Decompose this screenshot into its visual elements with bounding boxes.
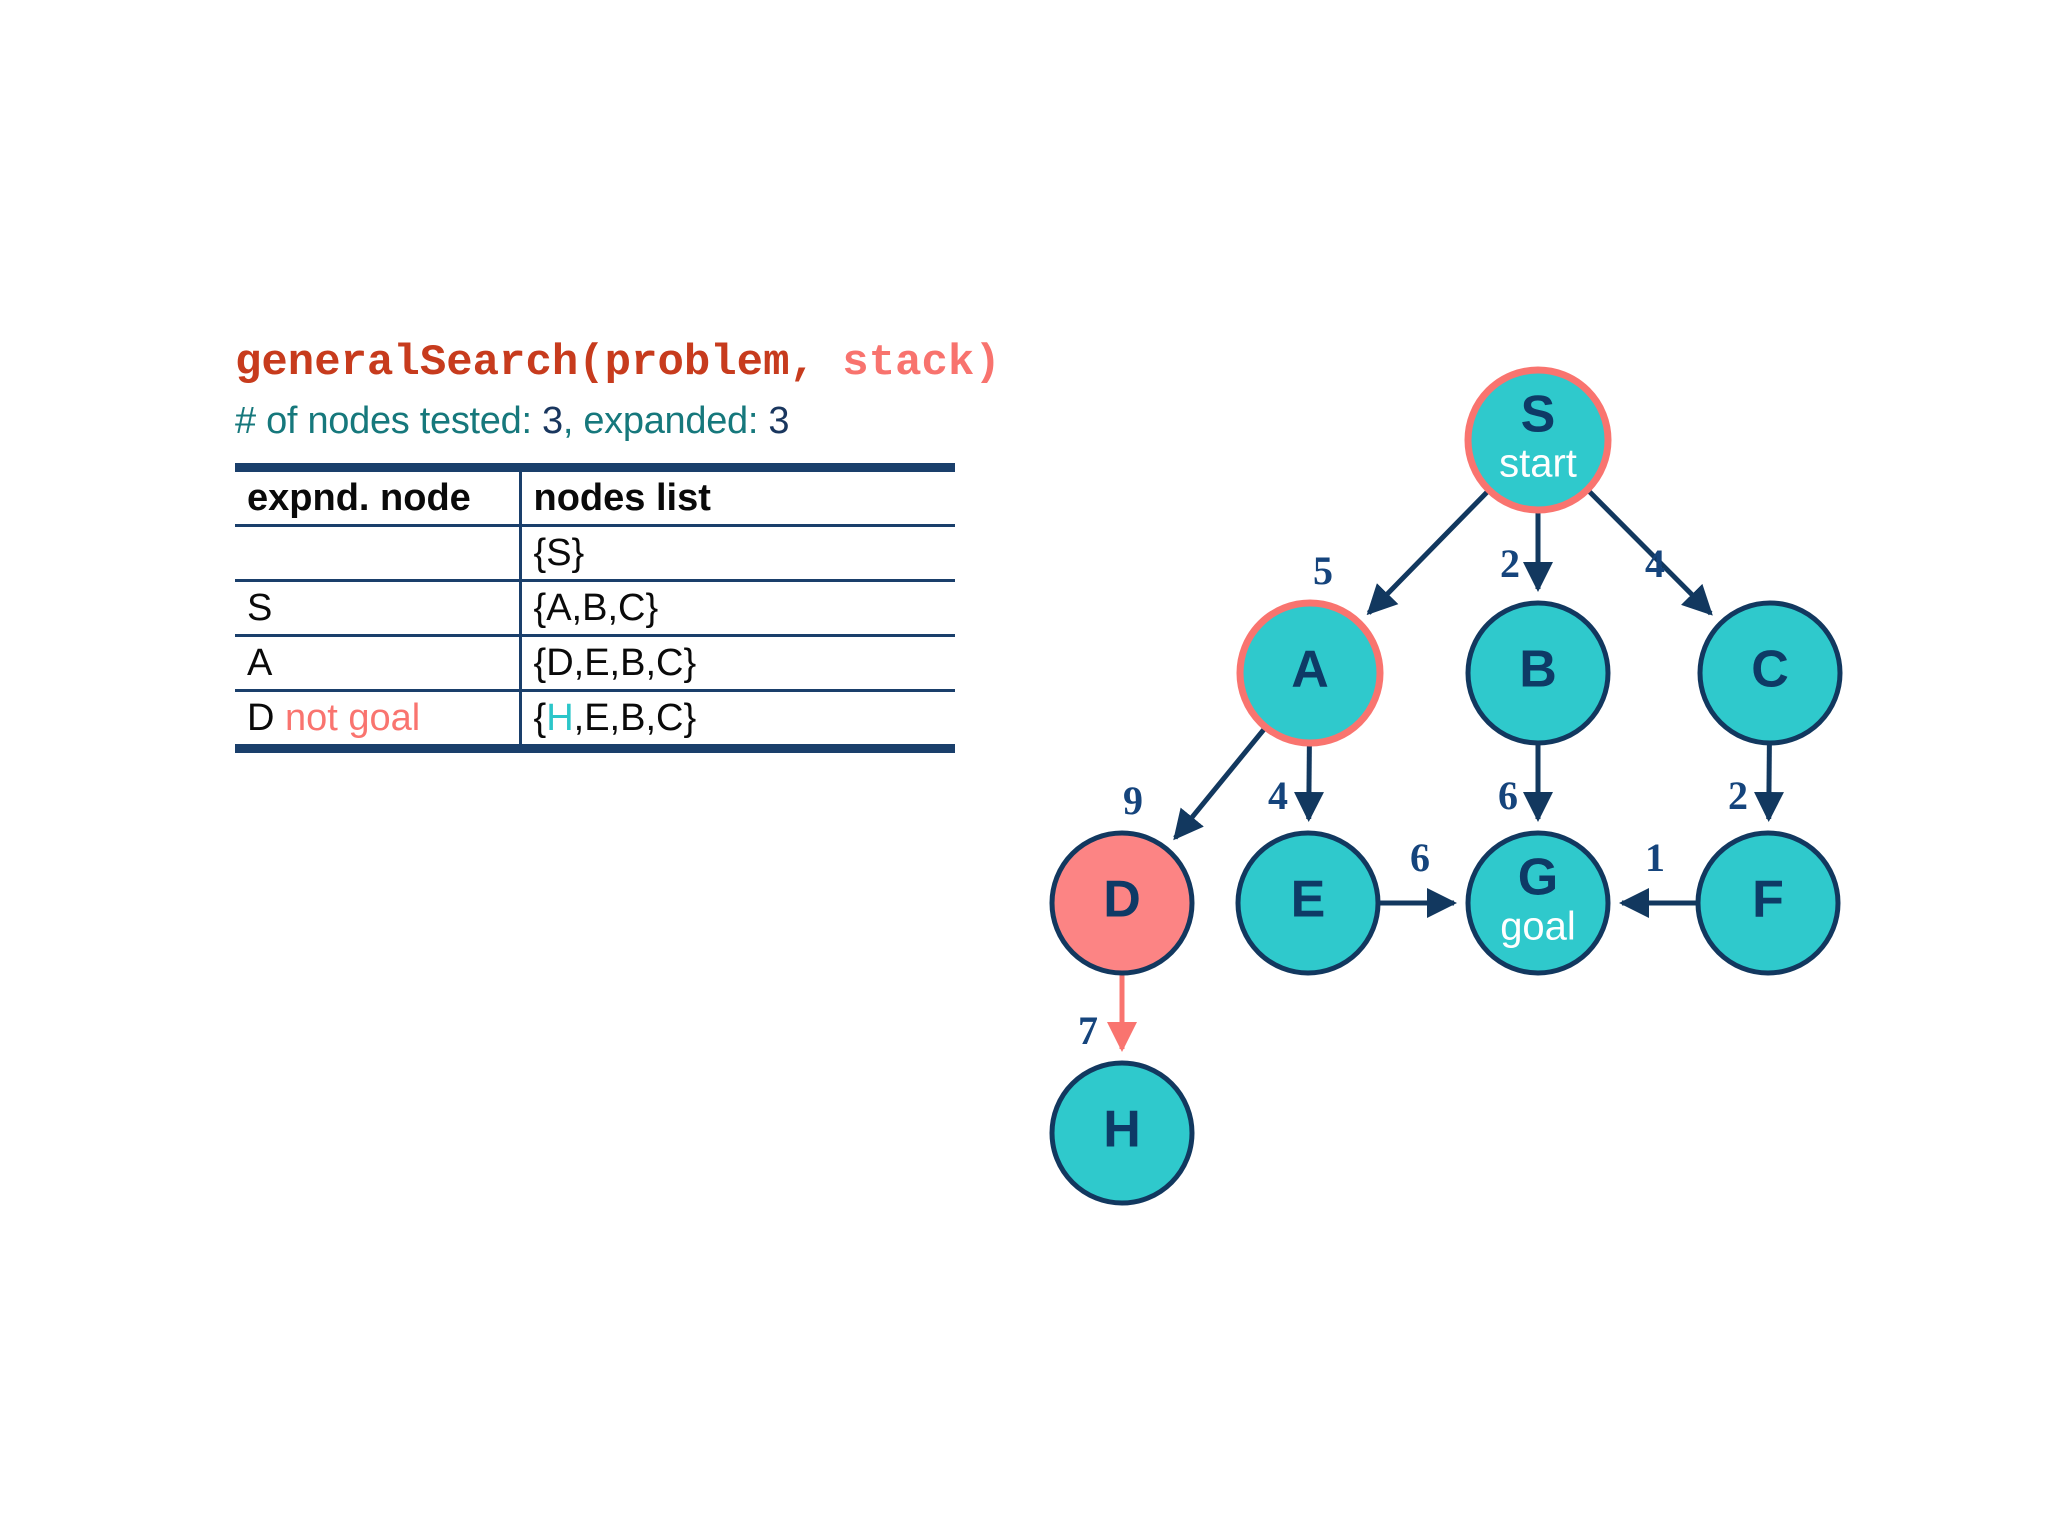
search-trace-panel: generalSearch(problem, stack) # of nodes… — [235, 338, 1001, 754]
stats-middle: , expanded: — [562, 400, 769, 443]
graph-node-h[interactable]: H — [1049, 1060, 1195, 1206]
table-row: S {A,B,C} — [235, 580, 955, 638]
edge-weight-a-e: 4 — [1268, 773, 1288, 818]
graph-node-d[interactable]: D — [1049, 830, 1195, 976]
edge-weight-c-f: 2 — [1728, 773, 1748, 818]
node-label-a: A — [1291, 641, 1329, 699]
node-label-h: H — [1103, 1101, 1141, 1159]
cell-nodes-list: {H,E,B,C} — [520, 690, 955, 754]
graph-node-e[interactable]: E — [1235, 830, 1381, 976]
node-label-c: C — [1751, 641, 1789, 699]
cell-nodes-list: {S} — [520, 525, 955, 583]
algorithm-title-main: generalSearch(problem, — [235, 338, 816, 388]
edge-weight-a-d: 9 — [1123, 778, 1143, 823]
cell-nodes-list: {D,E,B,C} — [520, 635, 955, 693]
graph-node-c[interactable]: C — [1697, 600, 1843, 746]
edge-weight-d-h: 7 — [1078, 1008, 1098, 1053]
edge-weight-b-g: 6 — [1498, 773, 1518, 818]
edge-weight-s-a: 5 — [1313, 548, 1333, 593]
node-label-g: G — [1518, 849, 1558, 907]
node-label-d: D — [1103, 871, 1141, 929]
table-row: D not goal {H,E,B,C} — [235, 690, 955, 754]
node-label-b: B — [1519, 641, 1557, 699]
node-sublabel-g: goal — [1500, 905, 1576, 949]
node-circle-e[interactable] — [1235, 830, 1381, 976]
node-circle-d[interactable] — [1049, 830, 1195, 976]
table-row: {S} — [235, 525, 955, 583]
node-circle-s[interactable] — [1464, 366, 1612, 514]
cell-nodes-list: {A,B,C} — [520, 580, 955, 638]
node-circle-g[interactable] — [1465, 830, 1611, 976]
cell-expanded-node — [235, 525, 522, 583]
node-circle-h[interactable] — [1049, 1060, 1195, 1206]
cell-expanded-node: S — [235, 580, 522, 638]
edge-weight-e-g: 6 — [1410, 835, 1430, 880]
graph-edge-c-f — [1753, 744, 1784, 823]
edge-weight-s-c: 4 — [1645, 541, 1665, 586]
stats-expanded-count: 3 — [768, 400, 790, 443]
column-header-nodes-list: nodes list — [520, 467, 955, 528]
edge-weight-f-g: 1 — [1645, 835, 1665, 880]
graph-edges-layer — [1107, 489, 1784, 1052]
stats-tested-count: 3 — [541, 400, 563, 443]
cell-note: not goal — [274, 696, 421, 739]
graph-edge-s-c — [1587, 489, 1713, 616]
node-circle-a[interactable] — [1236, 599, 1384, 747]
table-row: A {D,E,B,C} — [235, 635, 955, 693]
graph-node-f[interactable]: F — [1695, 830, 1841, 976]
graph-edge-a-e — [1293, 744, 1324, 823]
table-header-row: expnd. node nodes list — [235, 467, 955, 528]
node-label-s: S — [1521, 386, 1556, 444]
cell-expanded-node: A — [235, 635, 522, 693]
stats-prefix: # of nodes tested: — [235, 400, 542, 443]
algorithm-title: generalSearch(problem, stack) — [235, 338, 1001, 388]
node-circle-f[interactable] — [1695, 830, 1841, 976]
graph-node-b[interactable]: B — [1465, 600, 1611, 746]
table-body: {S} S {A,B,C} A {D,E,B,C} D not goal {H,… — [235, 525, 955, 754]
node-sublabel-s: start — [1499, 442, 1577, 486]
search-trace-table: expnd. node nodes list {S} S {A,B,C} A {… — [235, 463, 955, 754]
graph-edge-s-a — [1366, 489, 1490, 616]
graph-edge-a-d — [1173, 727, 1267, 841]
cell-expanded-node: D not goal — [235, 690, 522, 754]
column-header-expanded-node: expnd. node — [235, 467, 522, 528]
edge-weight-s-b: 2 — [1500, 541, 1520, 586]
node-circle-b[interactable] — [1465, 600, 1611, 746]
node-label-e: E — [1291, 871, 1326, 929]
node-stats-line: # of nodes tested: 3, expanded: 3 — [235, 400, 975, 443]
node-label-f: F — [1752, 871, 1784, 929]
algorithm-title-accent: stack) — [815, 338, 1001, 388]
node-circle-c[interactable] — [1697, 600, 1843, 746]
graph-node-a[interactable]: A — [1236, 599, 1384, 747]
graph-edge-weights-layer: 5 2 4 9 4 6 2 6 1 7 — [1078, 541, 1748, 1053]
